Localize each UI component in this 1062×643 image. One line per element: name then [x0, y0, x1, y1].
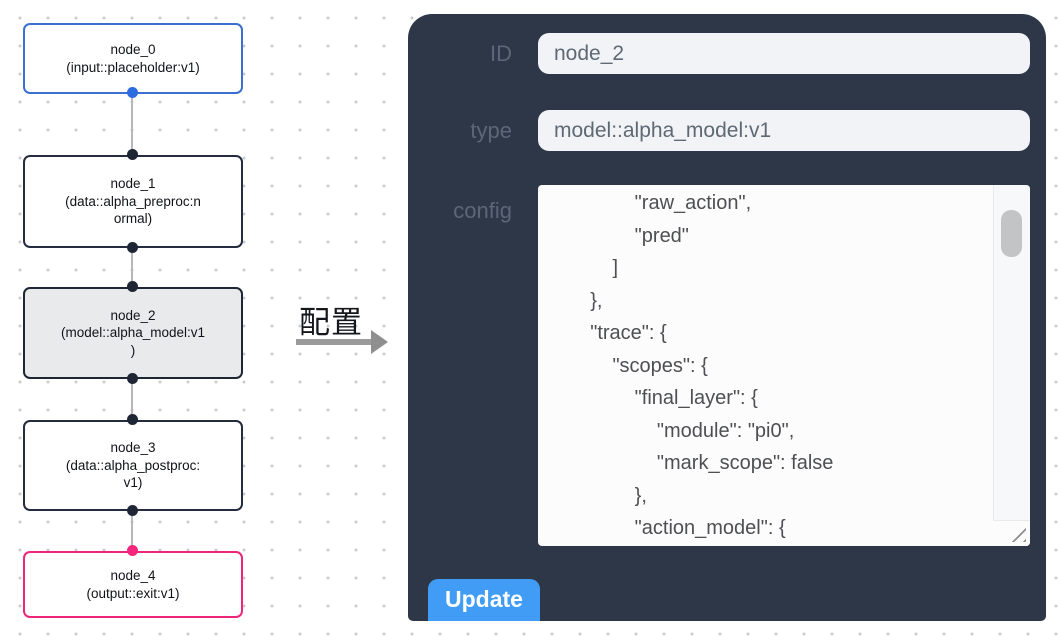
node-title: node_2 — [110, 307, 156, 323]
node-type-label: v1) — [123, 475, 143, 491]
node-config-panel: ID type config "raw_action", "pred" ] },… — [408, 14, 1046, 621]
flow-node-node_2-selected[interactable]: node_2 (model::alpha_model:v1 ) — [23, 287, 243, 379]
node-title: node_4 — [110, 568, 156, 583]
port-node0-out[interactable] — [127, 87, 138, 98]
flow-node-node_1[interactable]: node_1 (data::alpha_preproc:n ormal) — [23, 155, 243, 248]
config-json-text: "raw_action", "pred" ] }, "trace": { "sc… — [590, 192, 834, 539]
port-node1-in[interactable] — [127, 149, 138, 160]
edge-node1-node2 — [131, 248, 133, 287]
right-arrow-icon — [296, 339, 372, 345]
right-arrow-head-icon — [371, 330, 388, 354]
node-type-label: (data::alpha_postproc: — [65, 457, 201, 473]
update-button[interactable]: Update — [428, 579, 540, 621]
port-node2-out[interactable] — [127, 373, 138, 384]
node-title: node_3 — [110, 440, 156, 456]
config-annotation-label: 配置 — [299, 305, 363, 340]
config-scrollbar-corner — [993, 520, 1030, 546]
id-field-label: ID — [490, 41, 512, 66]
port-node4-in[interactable] — [127, 545, 138, 556]
config-scrollbar-thumb[interactable] — [1001, 210, 1022, 257]
port-node3-out[interactable] — [127, 505, 138, 516]
flow-node-node_0[interactable]: node_0 (input::placeholder:v1) — [23, 23, 243, 94]
resize-grip-icon[interactable] — [1011, 527, 1026, 542]
type-field-label: type — [470, 118, 512, 143]
id-input[interactable] — [538, 33, 1030, 74]
port-node1-out[interactable] — [127, 242, 138, 253]
node-type-label: (data::alpha_preproc:n — [65, 193, 201, 209]
node-type-label: (model::alpha_model:v1 — [60, 325, 206, 341]
config-textarea[interactable]: "raw_action", "pred" ] }, "trace": { "sc… — [538, 185, 1030, 546]
flow-node-node_4[interactable]: node_4 (output::exit:v1) — [23, 551, 243, 618]
node-type-label: ormal) — [113, 211, 153, 227]
node-type-label: (output::exit:v1) — [86, 585, 180, 601]
type-input[interactable] — [538, 110, 1030, 151]
port-node2-in[interactable] — [127, 281, 138, 292]
node-title: node_0 — [110, 42, 156, 57]
flow-node-node_3[interactable]: node_3 (data::alpha_postproc: v1) — [23, 420, 243, 511]
port-node3-in[interactable] — [127, 414, 138, 425]
edge-node2-node3 — [131, 379, 133, 420]
node-title: node_1 — [110, 176, 156, 192]
edge-node0-node1 — [131, 93, 133, 155]
config-scrollbar-track[interactable] — [993, 185, 1030, 546]
node-type-label: ) — [130, 342, 136, 358]
node-type-label: (input::placeholder:v1) — [66, 59, 200, 75]
edge-node3-node4 — [131, 511, 133, 551]
config-field-label: config — [453, 198, 512, 223]
